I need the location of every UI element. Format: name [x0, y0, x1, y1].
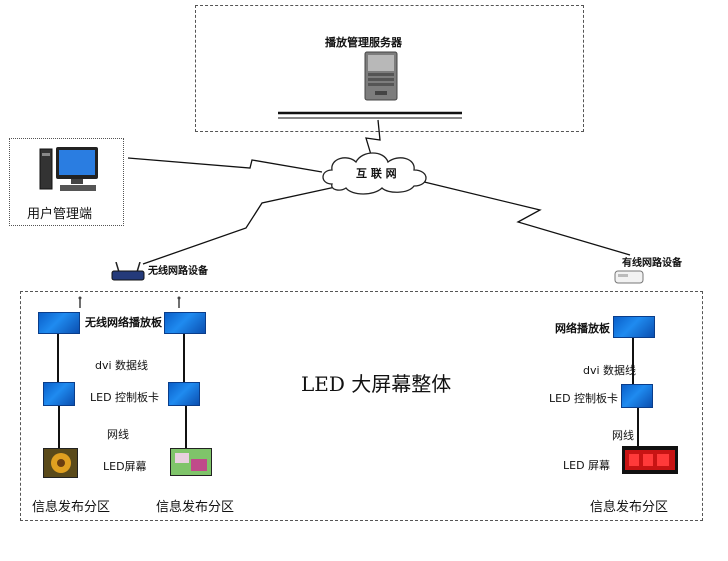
client-to-internet-link	[127, 157, 323, 173]
player-board-1	[38, 312, 80, 334]
computer-icon	[38, 145, 100, 193]
control-card-3	[621, 384, 653, 408]
dvi-cable-1	[57, 334, 59, 382]
server-to-internet-link	[365, 119, 381, 159]
zone2-label: 信息发布分区	[156, 500, 235, 515]
server-area-box	[195, 5, 584, 132]
right-ctrl-label: LED 控制板卡	[549, 392, 619, 405]
control-card-2	[168, 382, 200, 406]
led-system-box	[20, 291, 703, 521]
wired-device-label: 有线网路设备	[622, 258, 682, 269]
antenna-icon-2	[174, 295, 184, 309]
wireless-router-icon	[110, 261, 146, 282]
zone1-label: 信息发布分区	[32, 500, 111, 515]
internet-cloud-icon	[318, 148, 434, 196]
network-cable-1	[58, 406, 60, 450]
left-net-label: 网线	[107, 428, 129, 441]
internet-to-wireless-link	[142, 185, 341, 265]
internet-label: 互 联 网	[356, 167, 397, 180]
dvi-cable-3	[632, 338, 634, 384]
left-player-label: 无线网络播放板	[85, 316, 162, 329]
left-ctrl-label: LED 控制板卡	[90, 391, 160, 404]
dvi-cable-2	[183, 334, 185, 382]
right-screen-label: LED 屏幕	[563, 459, 611, 472]
right-player-label: 网络播放板	[555, 322, 610, 335]
right-net-label: 网线	[612, 429, 634, 442]
player-board-2	[164, 312, 206, 334]
client-area-box	[9, 138, 124, 226]
led-screen-1	[43, 448, 78, 478]
led-screen-3	[622, 446, 678, 474]
left-screen-label: LED屏幕	[103, 460, 147, 473]
server-label: 播放管理服务器	[325, 36, 402, 49]
wired-router-icon	[614, 267, 644, 285]
player-board-3	[613, 316, 655, 338]
server-icon	[363, 51, 399, 101]
right-dvi-label: dvi 数据线	[583, 364, 637, 377]
left-dvi-label: dvi 数据线	[95, 359, 149, 372]
network-cable-3	[637, 408, 639, 446]
control-card-1	[43, 382, 75, 406]
main-title: LED 大屏幕整体	[301, 372, 452, 396]
network-cable-2	[185, 406, 187, 450]
antenna-icon-1	[75, 295, 85, 309]
client-label: 用户管理端	[27, 207, 93, 222]
internet-to-wired-link	[415, 179, 631, 256]
led-screen-2	[170, 448, 212, 476]
wireless-device-label: 无线网路设备	[148, 266, 208, 277]
zone3-label: 信息发布分区	[590, 500, 669, 515]
